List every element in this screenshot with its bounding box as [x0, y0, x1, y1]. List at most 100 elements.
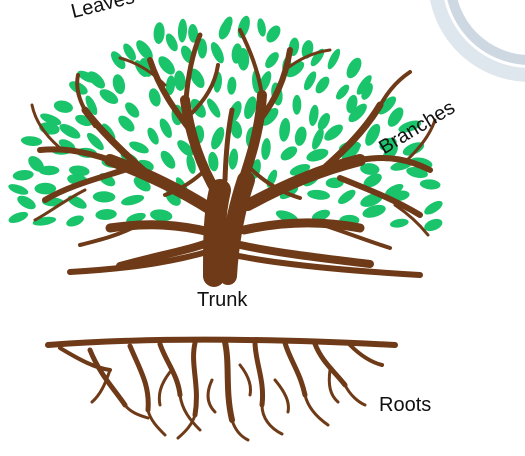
- leaf: [208, 151, 219, 172]
- leaf: [306, 148, 329, 162]
- leaf: [150, 209, 173, 222]
- trunk-and-branches: [30, 28, 437, 287]
- leaf: [38, 165, 60, 176]
- leaf: [294, 126, 307, 146]
- leaf: [17, 195, 36, 210]
- leaf: [174, 70, 186, 91]
- leaf: [40, 113, 62, 126]
- leaf: [87, 71, 106, 89]
- leaf: [346, 57, 362, 79]
- roots-label: Roots: [379, 394, 432, 416]
- leaf: [336, 84, 350, 100]
- leaf: [378, 96, 397, 115]
- leaf: [129, 141, 149, 154]
- leaf: [59, 123, 81, 139]
- leaf: [86, 132, 104, 151]
- leaf: [228, 148, 239, 170]
- leaf: [327, 48, 341, 70]
- leaf: [34, 182, 57, 195]
- leaf: [312, 128, 324, 150]
- leaf: [244, 96, 257, 120]
- leaf: [69, 165, 90, 177]
- leaf: [159, 118, 172, 138]
- leaf: [227, 76, 237, 95]
- leaf: [230, 120, 243, 139]
- leaf: [153, 22, 165, 44]
- leaf: [311, 209, 331, 222]
- leaf: [53, 100, 73, 113]
- leaf: [279, 117, 291, 142]
- leaf: [20, 136, 43, 146]
- leaf: [66, 215, 84, 227]
- leaf: [136, 40, 153, 60]
- leaf: [190, 68, 205, 88]
- leaf: [110, 51, 126, 70]
- leaf: [210, 42, 224, 64]
- leaf: [285, 61, 305, 78]
- leaf: [92, 191, 116, 203]
- leaf: [160, 150, 176, 169]
- leaf: [237, 48, 250, 71]
- leaf: [261, 108, 279, 126]
- leaf: [177, 18, 188, 43]
- leaf: [148, 88, 161, 107]
- leaf: [221, 16, 233, 34]
- leaf: [398, 120, 422, 133]
- leaf: [211, 126, 225, 150]
- leaf: [307, 189, 331, 200]
- leaf: [309, 104, 319, 126]
- leaf: [266, 25, 281, 43]
- leaf: [324, 124, 343, 141]
- leaf: [361, 83, 373, 100]
- leaf: [424, 200, 443, 215]
- leaf: [197, 38, 208, 59]
- leaf: [8, 211, 29, 223]
- roots-icon: [45, 336, 398, 442]
- leaf: [85, 95, 98, 116]
- leaf: [362, 204, 386, 218]
- trunk-label: Trunk: [197, 289, 248, 311]
- leaf: [121, 194, 145, 206]
- leaf: [424, 218, 443, 232]
- leaf: [363, 173, 382, 188]
- leaf: [118, 115, 135, 132]
- leaf: [390, 218, 409, 228]
- corner-ring-decoration: [430, 0, 525, 82]
- leaf: [261, 138, 271, 160]
- leaf: [99, 89, 119, 104]
- leaf: [315, 76, 330, 94]
- leaf: [292, 94, 302, 115]
- leaf: [67, 195, 87, 209]
- leaf: [356, 75, 372, 95]
- leaf: [387, 107, 404, 127]
- leaf: [341, 144, 360, 161]
- leaf: [28, 156, 44, 172]
- leaf: [280, 146, 298, 161]
- leaf: [365, 123, 381, 146]
- tree-icon: [8, 15, 443, 287]
- leaf: [188, 24, 199, 43]
- leaf: [338, 189, 356, 205]
- leaf: [206, 98, 221, 118]
- leaf: [158, 56, 175, 75]
- leaf: [304, 71, 317, 91]
- leaf: [419, 179, 441, 190]
- leaf: [123, 43, 136, 61]
- leaf: [177, 140, 194, 157]
- leaf: [125, 102, 140, 118]
- leaf: [348, 103, 367, 123]
- leaf: [112, 74, 126, 95]
- leaf: [186, 154, 196, 174]
- leaf: [265, 52, 279, 69]
- leaf: [257, 18, 266, 37]
- leaf: [165, 75, 176, 96]
- leaf: [95, 209, 117, 220]
- leaf: [165, 33, 178, 52]
- leaf: [12, 170, 34, 181]
- leaf: [8, 184, 29, 195]
- leaf: [385, 183, 404, 196]
- leaf: [317, 113, 331, 131]
- leaf: [147, 127, 159, 145]
- leaf: [360, 163, 380, 175]
